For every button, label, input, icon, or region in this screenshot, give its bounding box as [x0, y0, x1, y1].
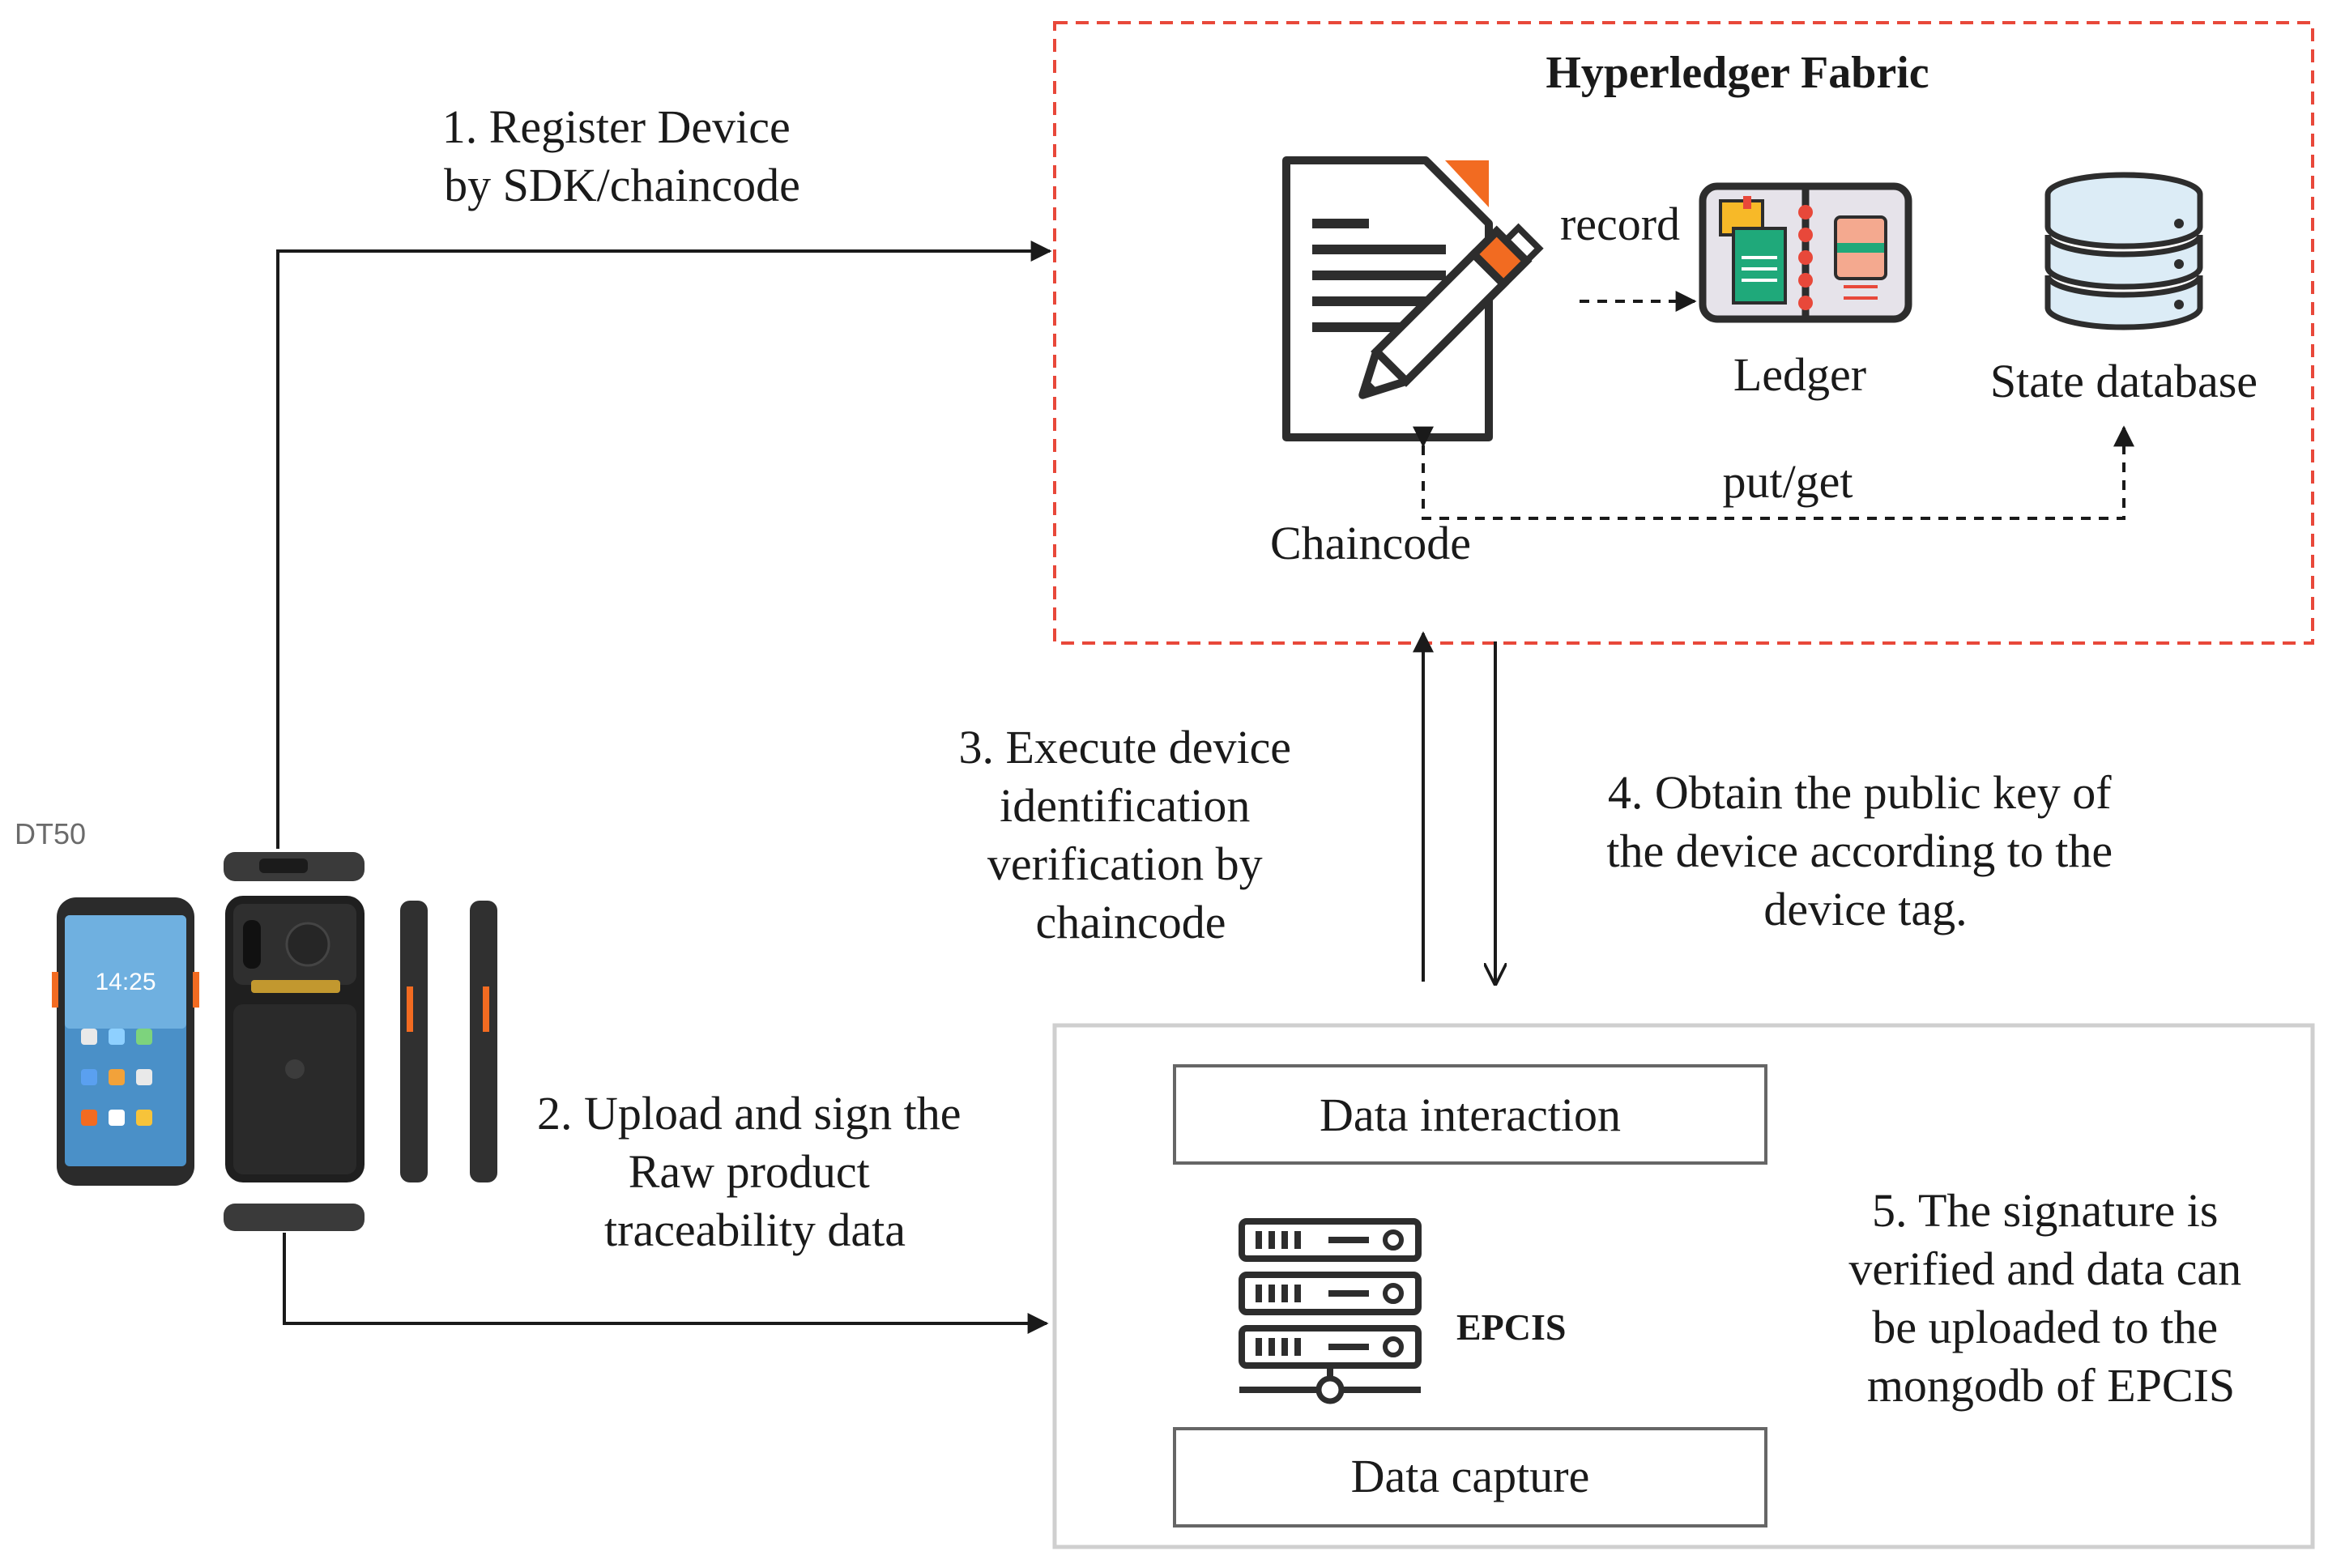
- epcis-label: EPCIS: [1456, 1306, 1566, 1348]
- step5-label: 5. The signature is verified and data ca…: [1848, 1184, 2253, 1412]
- ledger-book-icon: [1699, 182, 1912, 323]
- hyperledger-fabric-panel: Hyperledger Fabric Chaincode record: [1053, 21, 2314, 645]
- put-get-connector: [1413, 425, 2134, 520]
- step4-label: 4. Obtain the public key of the device a…: [1606, 766, 2124, 935]
- phone-front: 14:25: [52, 897, 199, 1186]
- epcis-panel: Data interaction EPCIS Data capture 5. T…: [1052, 1023, 2315, 1549]
- phone-bottom-edge: [224, 1204, 365, 1231]
- data-capture-box: [1173, 1427, 1767, 1528]
- server-rack-icon: [1239, 1218, 1422, 1404]
- device-model-label: DT50: [15, 817, 86, 850]
- ledger-label: Ledger: [1733, 348, 1866, 401]
- phone-back: [225, 896, 365, 1182]
- data-capture-label: Data capture: [1351, 1450, 1590, 1502]
- put-get-label: put/get: [1722, 455, 1853, 508]
- step2-label: 2. Upload and sign the Raw product trace…: [537, 1087, 973, 1256]
- upload-arrow: [283, 1233, 1049, 1334]
- hyperledger-title: Hyperledger Fabric: [1546, 48, 1929, 98]
- data-interaction-box: [1173, 1064, 1767, 1165]
- state-database-icon: [2044, 172, 2203, 330]
- state-database-label: State database: [1990, 355, 2258, 407]
- data-interaction-label: Data interaction: [1320, 1089, 1621, 1141]
- phone-side-views: [400, 901, 497, 1182]
- record-label: record: [1560, 198, 1680, 250]
- register-arrow: [276, 241, 1052, 849]
- step1-label: 1. Register Device by SDK/chaincode: [442, 100, 803, 211]
- chaincode-label: Chaincode: [1270, 517, 1471, 569]
- device-dt50: DT50 14:25: [15, 817, 497, 1231]
- chaincode-document-icon: [1282, 156, 1544, 441]
- phone-time: 14:25: [95, 969, 156, 995]
- step3-label: 3. Execute device identification verific…: [958, 721, 1303, 948]
